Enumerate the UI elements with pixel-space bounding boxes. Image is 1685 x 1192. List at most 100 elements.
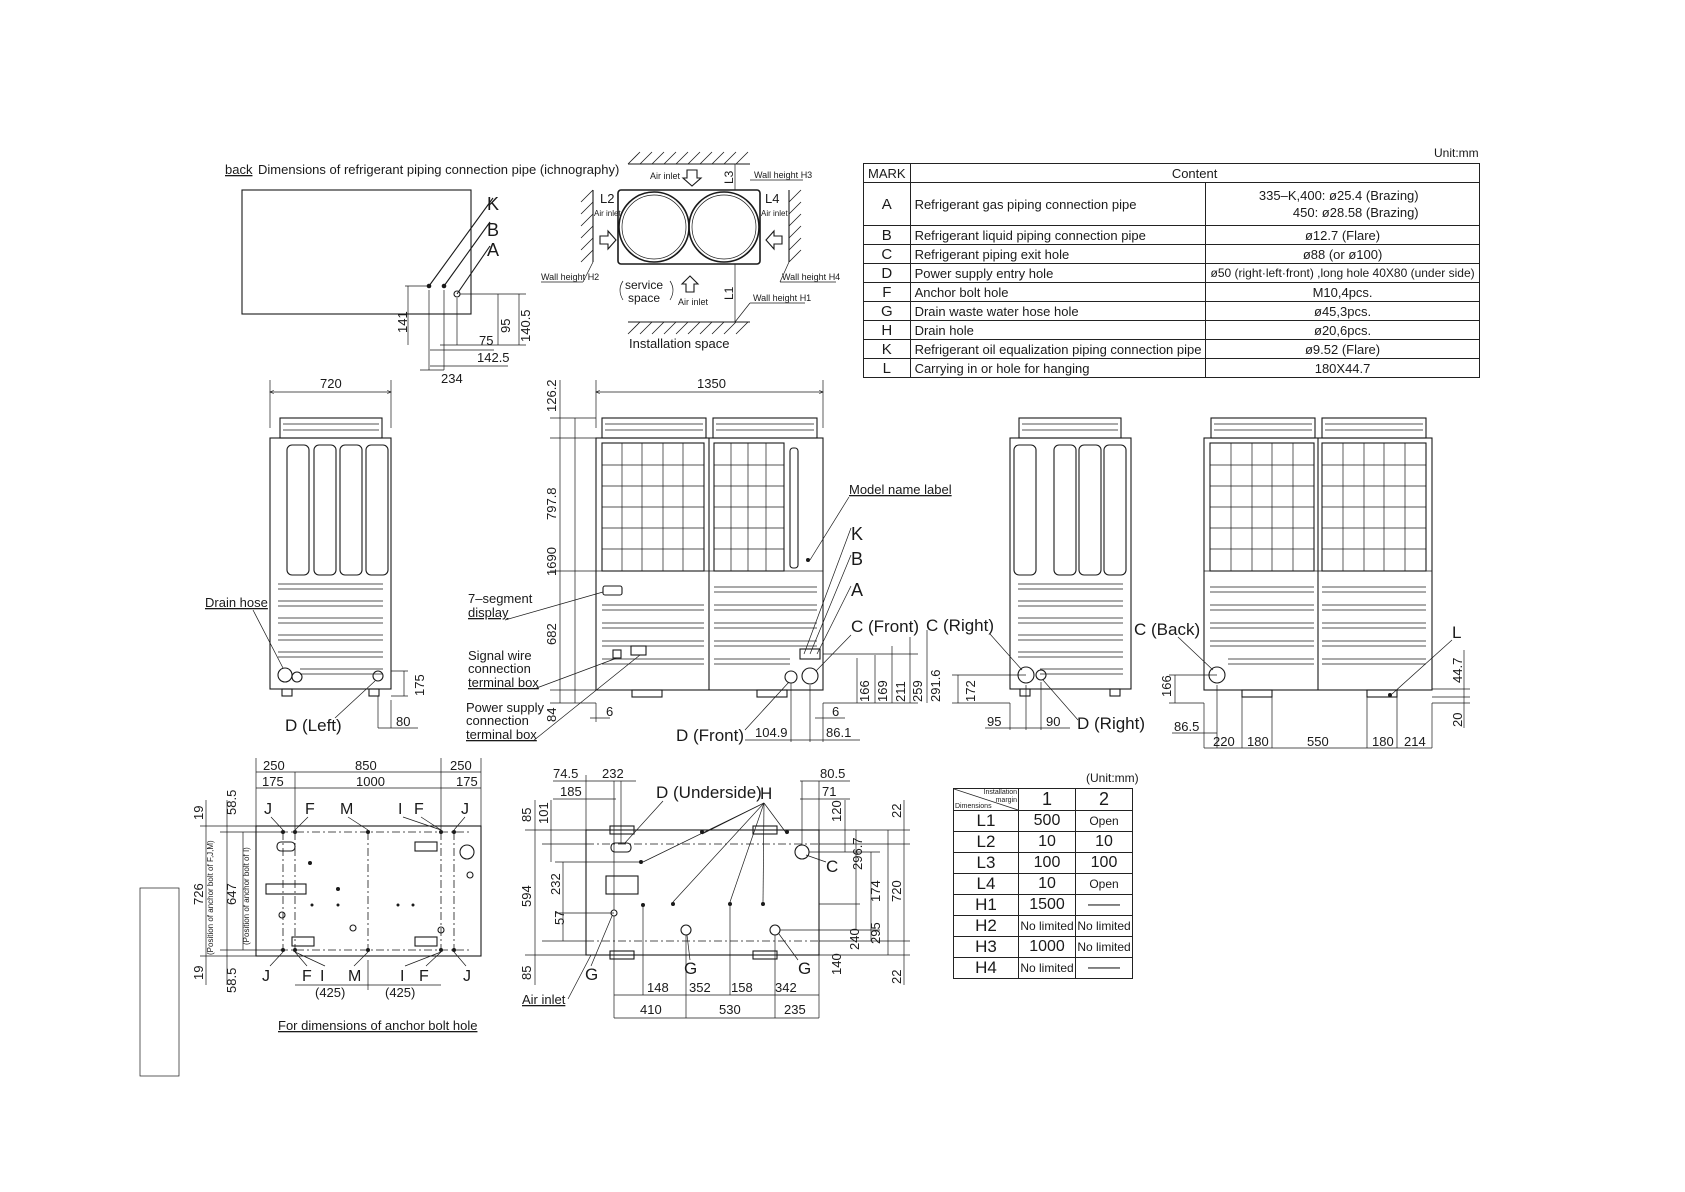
dim-647: 647 xyxy=(224,883,239,905)
dim-141: 141 xyxy=(395,311,410,333)
wall-height-h3: Wall height H3 xyxy=(754,170,812,180)
model-name-label: Model name label xyxy=(849,482,952,497)
anchor-j-tl: J xyxy=(264,801,272,818)
wall-hatch-bottom xyxy=(627,321,749,335)
dim-232-top: 232 xyxy=(602,766,624,781)
dim-126-2: 126.2 xyxy=(544,379,559,412)
underside-frame xyxy=(585,829,820,956)
spec-content: Drain hole xyxy=(909,320,1207,340)
dim-169-front: 169 xyxy=(875,680,890,702)
left-cabinet xyxy=(269,437,392,690)
dim-240: 240 xyxy=(847,928,862,950)
d-right-label: D (Right) xyxy=(1077,714,1145,733)
anchor-m-bottom: M xyxy=(348,968,361,985)
power-entry-right xyxy=(1035,669,1047,681)
dim-90-right: 90 xyxy=(1046,714,1060,729)
position-note-fjm: (Position of anchor bolt of F,J,M) xyxy=(206,840,215,955)
dim-80-5: 80.5 xyxy=(820,766,845,781)
air-inlet-top: Air inlet xyxy=(650,171,681,181)
dim-425-left: (425) xyxy=(315,985,345,1000)
dim-410: 410 xyxy=(640,1002,662,1017)
dim-58-5-bottom: 58.5 xyxy=(224,968,239,993)
signal-wire-label-3: terminal box xyxy=(468,675,539,690)
spec-value: ø88 (or ø100) xyxy=(1205,244,1480,264)
mark-header: MARK xyxy=(863,163,911,183)
spec-value-line2: 450: ø28.58 (Brazing) xyxy=(1292,205,1419,220)
dim-85-top: 85 xyxy=(519,808,534,822)
installation-space-caption: Installation space xyxy=(629,336,729,351)
dim-95-right: 95 xyxy=(987,714,1001,729)
g-label-right: G xyxy=(798,959,811,978)
anchor-bolt-points xyxy=(281,830,456,952)
wall-height-h2: Wall height H2 xyxy=(541,272,599,282)
dim-352: 352 xyxy=(689,980,711,995)
dim-104-9: 104.9 xyxy=(755,725,788,740)
spec-value: 180X44.7 xyxy=(1205,358,1480,378)
signal-wire-label-2: connection xyxy=(468,661,531,676)
air-inlet-left: Air inlet xyxy=(594,209,621,218)
drain-waste-hole xyxy=(769,924,781,936)
spec-content: Carrying in or hole for hanging xyxy=(909,358,1207,378)
wall-hatch-top xyxy=(627,151,749,165)
dim-175-left: 175 xyxy=(412,674,427,696)
margin-header-row: Installation margin Dimensions 1 2 xyxy=(953,788,1133,811)
arrow-down-icon xyxy=(681,169,703,187)
power-supply-label-1: Power supply xyxy=(466,700,545,715)
back-view: C (Back) L 166 44.7 20 86.5 220 180 550 … xyxy=(1134,417,1470,749)
anchor-view-caption: For dimensions of anchor bolt hole xyxy=(278,1018,477,1033)
dim-166-back: 166 xyxy=(1159,675,1174,697)
dim-142-5: 142.5 xyxy=(477,350,510,365)
spec-value: 335–K,400: ø25.4 (Brazing)450: ø28.58 (B… xyxy=(1205,182,1480,226)
label-l4: L4 xyxy=(765,191,779,206)
d-front-label: D (Front) xyxy=(676,726,744,745)
dim-44-7-back: 44.7 xyxy=(1450,658,1465,683)
piping-ichnography-view: back Dimensions of refrigerant piping co… xyxy=(225,162,619,386)
dim-185: 185 xyxy=(560,784,582,799)
c-back-label: C (Back) xyxy=(1134,620,1200,639)
dim-57: 57 xyxy=(552,911,567,925)
dim-174: 174 xyxy=(868,880,883,902)
margin-v2: —— xyxy=(1075,894,1133,916)
dim-1690: 1690 xyxy=(544,547,559,576)
power-entry-front xyxy=(784,670,798,684)
power-entry-left xyxy=(372,670,384,682)
label-l2: L2 xyxy=(600,191,614,206)
d-left-label: D (Left) xyxy=(285,716,342,735)
front-label-a: A xyxy=(851,580,863,600)
dim-850: 850 xyxy=(355,758,377,773)
back-label: back xyxy=(225,162,253,177)
c-underside-label: C xyxy=(826,857,838,876)
dim-342: 342 xyxy=(775,980,797,995)
fan-right xyxy=(688,191,760,263)
front-view: 1350 xyxy=(466,376,952,745)
spec-mark: A xyxy=(863,182,911,226)
dim-180b-back: 180 xyxy=(1372,734,1394,749)
l-label: L xyxy=(1452,623,1461,642)
dim-1000: 1000 xyxy=(356,774,385,789)
side-title-box xyxy=(139,887,180,1077)
spec-value: ø9.52 (Flare) xyxy=(1205,339,1480,359)
dim-211-front: 211 xyxy=(893,681,908,702)
dim-594: 594 xyxy=(519,885,534,907)
c-front-label: C (Front) xyxy=(851,617,919,636)
wall-hatch-right xyxy=(788,189,802,263)
dim-101: 101 xyxy=(536,802,551,824)
dim-71: 71 xyxy=(822,784,836,799)
service-space-line1: service xyxy=(625,278,663,292)
g-label-left: G xyxy=(585,965,598,984)
dim-550-back: 550 xyxy=(1307,734,1329,749)
dim-58-5-top: 58.5 xyxy=(224,790,239,815)
anchor-j-tr: J xyxy=(461,801,469,818)
pipe-exit-front xyxy=(801,667,819,685)
dim-6-left: 6 xyxy=(606,704,613,719)
corner-top-label: Installation margin xyxy=(983,789,1017,804)
anchor-i-br: I xyxy=(400,968,404,985)
dim-86-1: 86.1 xyxy=(826,725,851,740)
dim-180a-back: 180 xyxy=(1247,734,1269,749)
arrow-up-icon xyxy=(680,275,700,293)
